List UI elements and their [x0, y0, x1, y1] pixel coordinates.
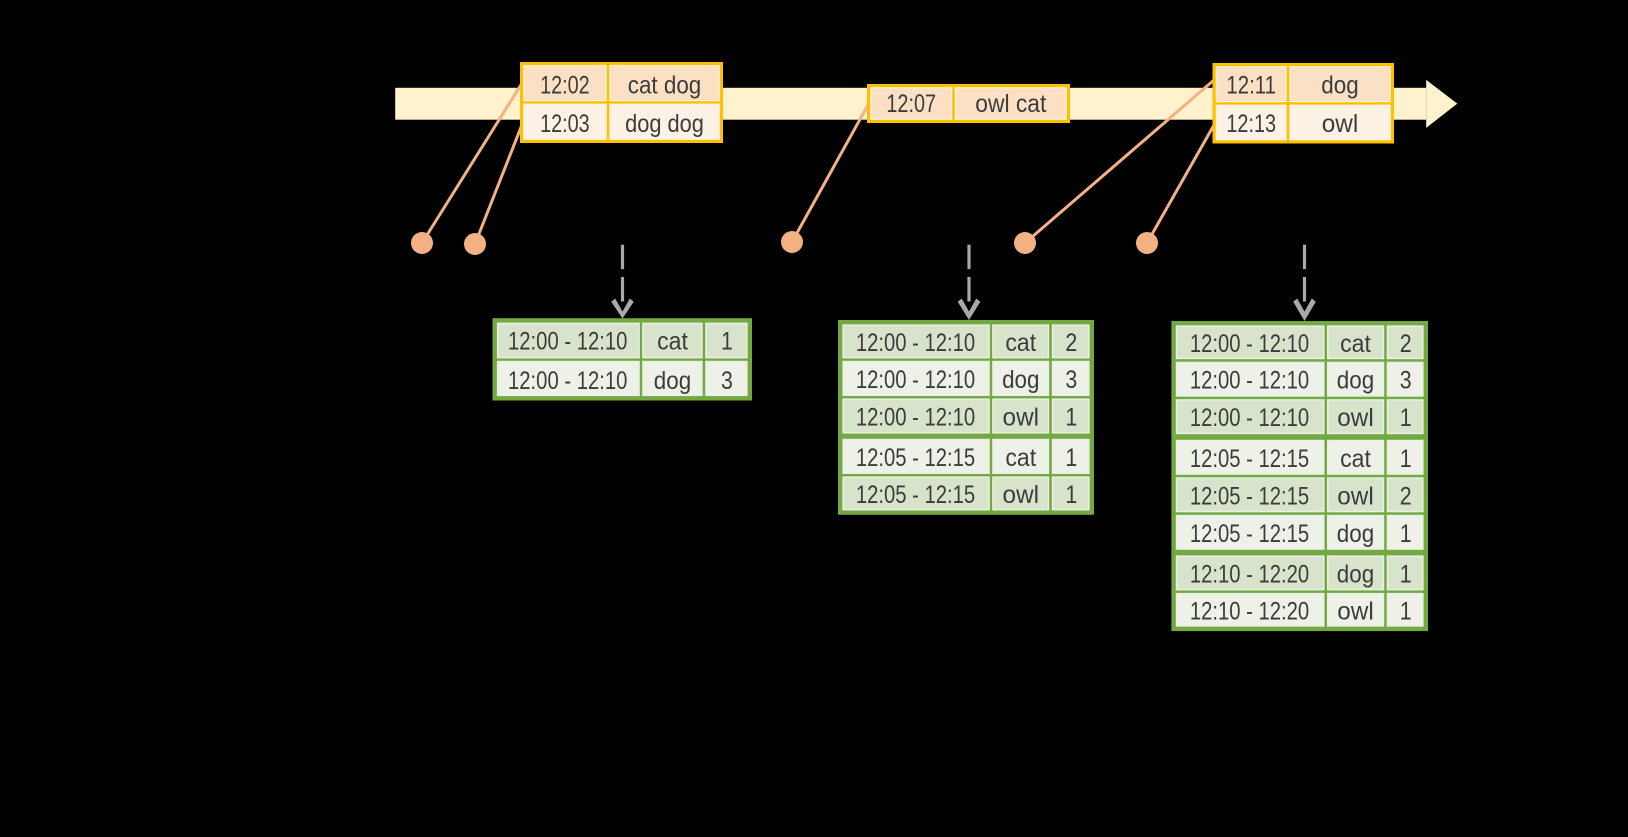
- svg-text:12:07: 12:07: [886, 90, 936, 118]
- svg-text:dog: dog: [654, 367, 691, 395]
- svg-text:1: 1: [1400, 597, 1412, 625]
- svg-text:owl: owl: [1003, 404, 1040, 432]
- svg-text:dog: dog: [1002, 366, 1039, 394]
- svg-text:owl cat: owl cat: [975, 90, 1046, 118]
- svg-text:3: 3: [721, 367, 733, 395]
- svg-text:cat dog: cat dog: [628, 72, 702, 100]
- svg-text:2: 2: [1065, 329, 1077, 357]
- svg-text:owl: owl: [1337, 482, 1374, 510]
- svg-text:1: 1: [1065, 481, 1077, 509]
- svg-text:dog dog: dog dog: [625, 110, 704, 138]
- svg-text:12:05 - 12:15: 12:05 - 12:15: [856, 444, 975, 472]
- svg-text:owl: owl: [1337, 404, 1374, 432]
- svg-text:12:05 - 12:15: 12:05 - 12:15: [1190, 445, 1309, 473]
- svg-text:owl: owl: [1322, 110, 1359, 138]
- svg-text:12:05 - 12:15: 12:05 - 12:15: [1190, 482, 1309, 510]
- svg-text:2: 2: [1400, 482, 1412, 510]
- svg-text:1: 1: [1065, 444, 1077, 472]
- svg-text:cat: cat: [1005, 444, 1036, 472]
- svg-text:12:02: 12:02: [540, 72, 590, 100]
- svg-text:owl: owl: [1003, 481, 1040, 509]
- svg-text:1: 1: [1400, 404, 1412, 432]
- svg-text:12:00 - 12:10: 12:00 - 12:10: [856, 366, 975, 394]
- svg-text:3: 3: [1400, 367, 1412, 395]
- svg-text:dog: dog: [1337, 520, 1374, 548]
- svg-text:cat: cat: [1340, 445, 1371, 473]
- svg-text:dog: dog: [1321, 72, 1358, 100]
- svg-text:cat: cat: [1340, 330, 1371, 358]
- svg-text:12:10 - 12:20: 12:10 - 12:20: [1190, 597, 1309, 625]
- svg-text:cat: cat: [1005, 329, 1036, 357]
- svg-text:1: 1: [1400, 445, 1412, 473]
- svg-text:1: 1: [1400, 520, 1412, 548]
- svg-text:owl: owl: [1337, 597, 1374, 625]
- svg-text:cat: cat: [657, 327, 688, 355]
- svg-text:12:05 - 12:15: 12:05 - 12:15: [856, 481, 975, 509]
- svg-text:12:10 - 12:20: 12:10 - 12:20: [1190, 560, 1309, 588]
- svg-text:dog: dog: [1337, 367, 1374, 395]
- svg-text:1: 1: [1400, 560, 1412, 588]
- svg-text:dog: dog: [1337, 560, 1374, 588]
- svg-text:12:11: 12:11: [1226, 72, 1276, 100]
- svg-text:12:03: 12:03: [540, 110, 590, 138]
- svg-text:1: 1: [721, 327, 733, 355]
- svg-text:12:00 - 12:10: 12:00 - 12:10: [856, 329, 975, 357]
- svg-text:12:00 - 12:10: 12:00 - 12:10: [508, 327, 627, 355]
- svg-text:12:05 - 12:15: 12:05 - 12:15: [1190, 520, 1309, 548]
- svg-text:2: 2: [1400, 330, 1412, 358]
- svg-text:1: 1: [1065, 404, 1077, 432]
- svg-text:12:13: 12:13: [1226, 110, 1276, 138]
- svg-text:12:00 - 12:10: 12:00 - 12:10: [1190, 404, 1309, 432]
- svg-text:12:00 - 12:10: 12:00 - 12:10: [856, 404, 975, 432]
- svg-text:3: 3: [1065, 366, 1077, 394]
- svg-text:12:00 - 12:10: 12:00 - 12:10: [508, 367, 627, 395]
- svg-text:12:00 - 12:10: 12:00 - 12:10: [1190, 330, 1309, 358]
- svg-text:12:00 - 12:10: 12:00 - 12:10: [1190, 367, 1309, 395]
